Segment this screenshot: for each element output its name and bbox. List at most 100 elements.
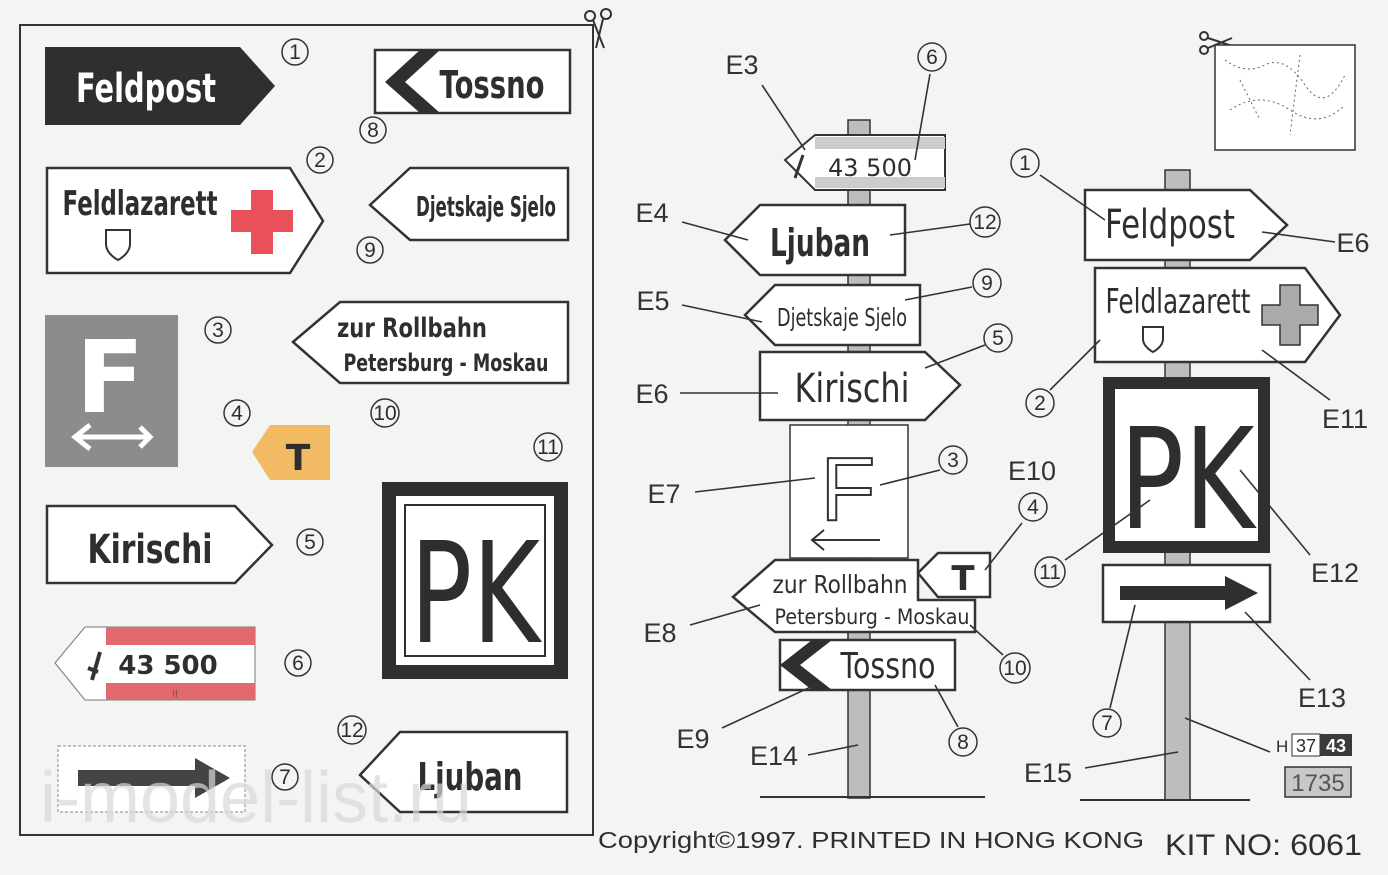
- sign-text: Tossno: [440, 63, 545, 107]
- part-label: E9: [676, 724, 709, 754]
- paint-prefix: H: [1276, 737, 1288, 756]
- sign-shape: [70, 423, 92, 451]
- post-sign-djetskaje: Djetskaje Sjelo: [743, 283, 922, 347]
- sign-text: Feldpost: [76, 66, 216, 112]
- callout-number: 10: [373, 402, 396, 425]
- leader-lines: [680, 73, 1023, 756]
- sign-shape: [106, 683, 255, 700]
- sign-shape: [1284, 766, 1352, 798]
- part-label: E6: [635, 379, 668, 409]
- map-thumbnail: [1214, 44, 1356, 151]
- sign-shape: [1092, 708, 1122, 738]
- callout-number: 9: [364, 239, 376, 262]
- sign-subtext: II: [172, 689, 178, 700]
- paint-code: 1735: [1291, 770, 1344, 797]
- callout-number: 1: [289, 41, 301, 64]
- kit-number: KIT NO: 6061: [1165, 829, 1362, 862]
- sign-shape: [1320, 734, 1352, 756]
- callout-number: 4: [231, 402, 243, 425]
- paint-codes: H 37 43 1735: [1276, 733, 1352, 798]
- post-sign-rollbahn: zur Rollbahn Petersburg - Moskau: [731, 558, 977, 634]
- leader-line: [681, 221, 749, 241]
- sign-shape: [223, 399, 251, 427]
- sign-shape: [1010, 148, 1040, 178]
- callout-number: 9: [981, 272, 993, 295]
- decal-numbers: 1 2 3 4 5 6 7 8 9 10 11 12: [204, 38, 563, 791]
- sign-shape: [337, 715, 367, 745]
- decal-tossno: Tossno: [373, 48, 572, 115]
- callout-number: 6: [926, 46, 938, 69]
- part-label: E4: [635, 198, 668, 228]
- sign-text: 43 500: [118, 651, 218, 681]
- paint-code: 37: [1296, 736, 1316, 756]
- part-label: E6: [1336, 228, 1369, 258]
- sign-shape: [789, 424, 909, 559]
- sign-text: Feldlazarett: [1106, 282, 1251, 322]
- leader-line: [595, 18, 604, 49]
- leader-line: [879, 469, 941, 486]
- sign-shape: [106, 627, 255, 645]
- part-label: E14: [750, 741, 798, 771]
- leader-line: [1207, 37, 1233, 49]
- post-sign-kirischi: Kirischi: [758, 350, 962, 422]
- leader-line: [689, 604, 761, 626]
- sign-shape: [1103, 377, 1270, 553]
- decal-sheet-border: [19, 24, 594, 836]
- sign-shape: [972, 268, 1002, 298]
- callout-number: 1: [1019, 152, 1031, 175]
- leader-line: [1261, 231, 1336, 243]
- sign-text: Petersburg - Moskau: [775, 605, 970, 629]
- sign-shape: [54, 626, 256, 701]
- scissors-icon: [584, 8, 612, 49]
- sign-text: Kirischi: [795, 366, 910, 412]
- sign-shape: [999, 652, 1031, 684]
- sign-text: F: [76, 319, 144, 436]
- sign-shape: [723, 203, 907, 277]
- sign-shape: [600, 8, 612, 20]
- sign-shape: [1034, 556, 1066, 588]
- copyright-text: Copyright©1997. PRINTED IN HONG KONG: [598, 827, 1144, 853]
- sign-shape: [1025, 388, 1055, 418]
- leader-line: [694, 477, 816, 493]
- post-left-numbers: 6 12 9 5 3 4 10 8: [917, 42, 1048, 757]
- leader-line: [1084, 751, 1179, 769]
- shield-icon: [105, 229, 131, 262]
- callout-number: 6: [292, 652, 304, 675]
- sign-text: Ljuban: [770, 221, 870, 265]
- sign-shape: [45, 504, 274, 585]
- sign-shape: [45, 47, 275, 125]
- sign-text: zur Rollbahn: [337, 313, 487, 344]
- decal-djetskaje-sjelo: Djetskaje Sjelo: [368, 166, 570, 242]
- sign-shape: [1018, 492, 1048, 522]
- sign-shape: [758, 350, 962, 422]
- post-sign-pk: PK: [1103, 377, 1270, 562]
- post-sign-arrow: [1101, 563, 1272, 624]
- sword-icon: [87, 651, 102, 681]
- sign-shape: [281, 38, 309, 66]
- leader-line: [924, 344, 986, 369]
- leader-line: [914, 73, 931, 161]
- sign-text: Feldlazarett: [63, 184, 218, 224]
- arrow-right-icon: [1120, 576, 1258, 610]
- watermark: i-model-list.ru: [40, 758, 472, 838]
- post-sign-tossno: Tossno: [778, 638, 957, 692]
- decal-ljuban: Ljuban: [358, 730, 569, 814]
- decal-feldpost: Feldpost: [45, 47, 275, 125]
- callout-number: 12: [973, 211, 996, 234]
- post-sign-ljuban: Ljuban: [723, 203, 907, 277]
- paint-code: 43: [1326, 736, 1346, 756]
- sign-shape: [356, 236, 384, 264]
- sign-text: F: [821, 440, 876, 540]
- leader-line: [1261, 349, 1331, 401]
- part-label: E12: [1311, 558, 1359, 588]
- sign-shape: [969, 206, 1001, 238]
- assembly-post-left: 43 500 Ljuban Djetskaje Sjelo Kirischi F…: [635, 42, 1056, 799]
- leader-line: [1109, 604, 1136, 709]
- red-cross-icon: [231, 190, 293, 254]
- part-label: E11: [1322, 404, 1368, 434]
- post-sign-distance: 43 500: [783, 134, 946, 191]
- sign-shape: [373, 48, 572, 115]
- callout-number: 8: [367, 119, 379, 142]
- sign-shape: [358, 730, 569, 814]
